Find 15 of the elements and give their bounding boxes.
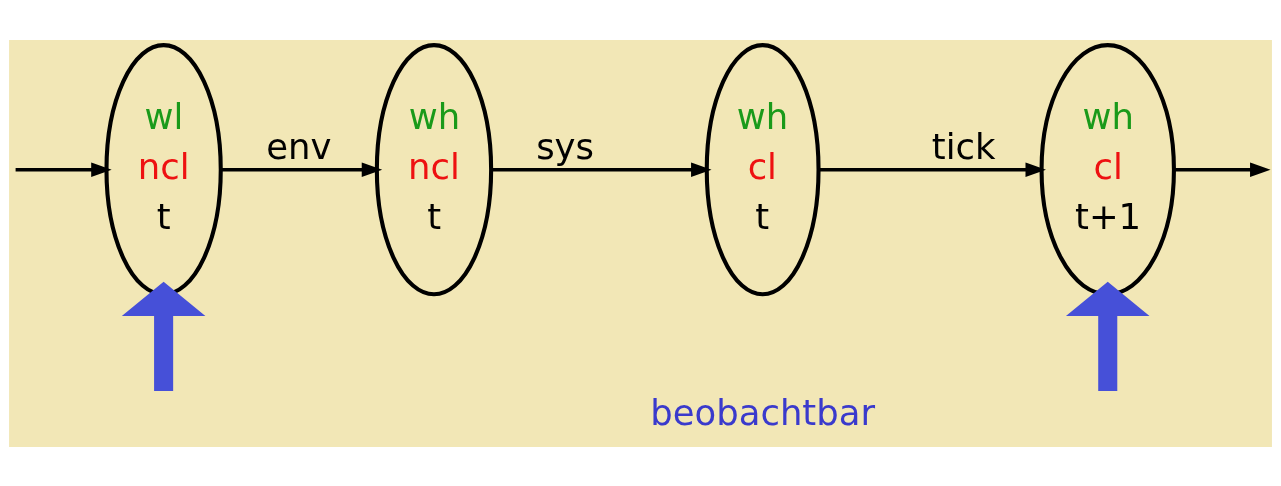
node-ellipse: wl ncl t (104, 42, 223, 296)
edge-label: env (266, 125, 332, 167)
arrow (15, 162, 112, 177)
arrow (818, 162, 1046, 177)
arrow (1174, 162, 1271, 177)
arrow (491, 162, 712, 177)
node-ellipse: wh ncl t (374, 42, 494, 296)
node-ellipse: wh cl t+1 (1039, 42, 1176, 296)
label: beobachtbar (650, 391, 875, 433)
node-ellipse: wh cl t (704, 42, 821, 296)
arrow (1065, 281, 1150, 391)
edge-label: sys (536, 125, 595, 167)
edge-label: tick (931, 125, 996, 167)
arrow (221, 162, 383, 177)
arrow (121, 281, 206, 391)
